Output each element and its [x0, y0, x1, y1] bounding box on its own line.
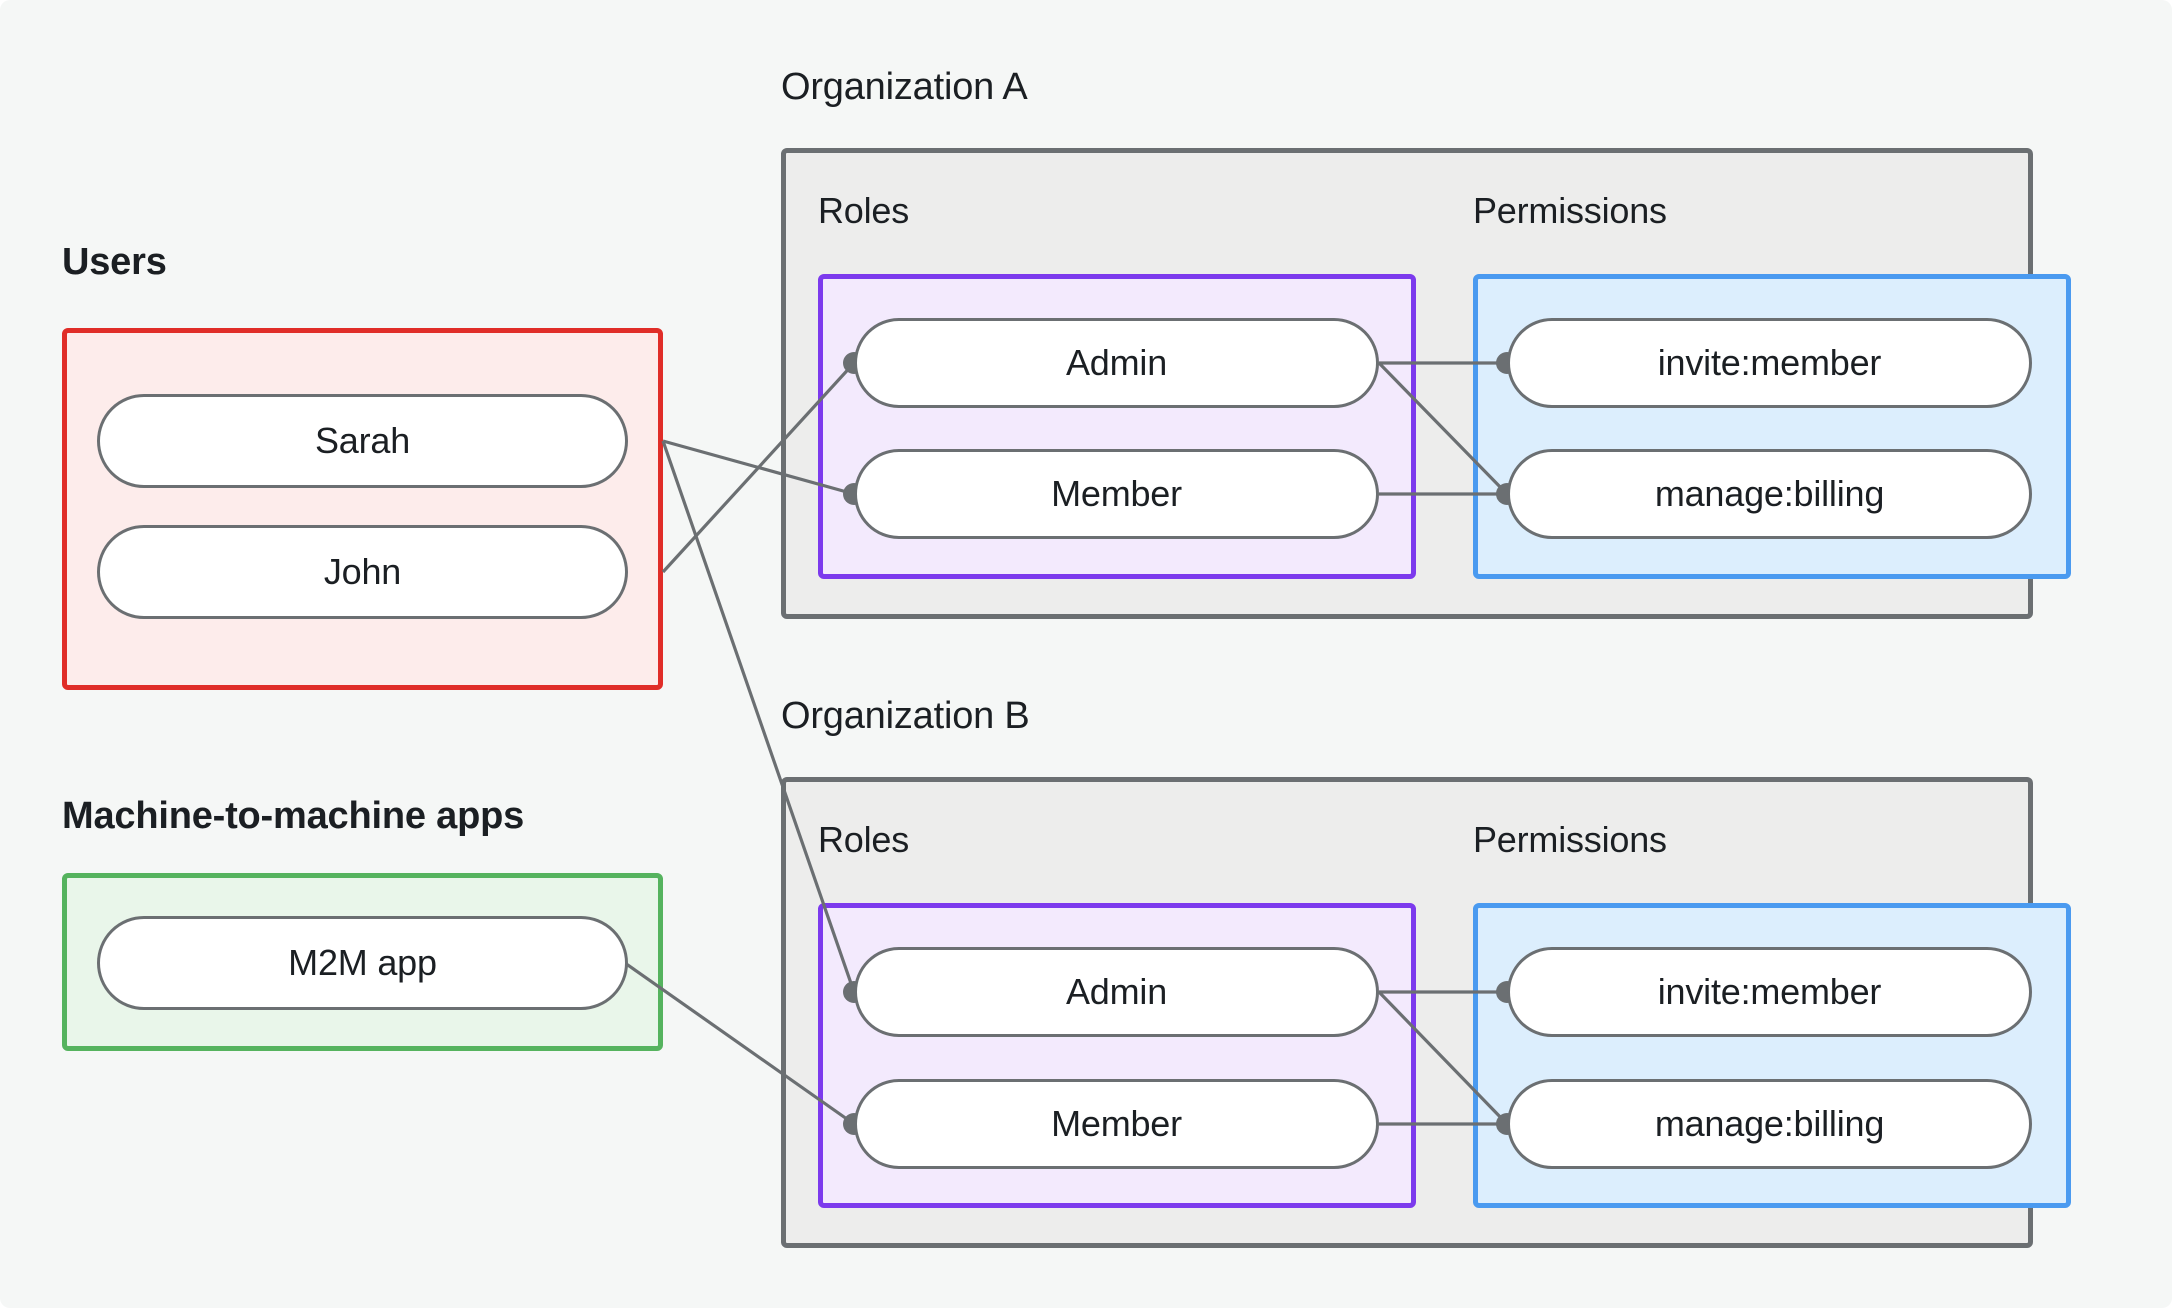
users-group-title: Users — [62, 241, 167, 283]
org-a-role-pill-member[interactable]: Member — [854, 449, 1379, 539]
users-group-box — [62, 328, 663, 690]
user-pill-sarah[interactable]: Sarah — [97, 394, 628, 488]
org-a-permission-pill-invite-member[interactable]: invite:member — [1507, 318, 2032, 408]
org-b-permissions-title: Permissions — [1473, 819, 1667, 860]
org-a-role-pill-admin[interactable]: Admin — [854, 318, 1379, 408]
org-b-title: Organization B — [781, 695, 1030, 737]
user-pill-john[interactable]: John — [97, 525, 628, 619]
org-b-permission-pill-manage-billing[interactable]: manage:billing — [1507, 1079, 2032, 1169]
org-b-permission-pill-invite-member[interactable]: invite:member — [1507, 947, 2032, 1037]
org-a-roles-title: Roles — [818, 190, 910, 231]
m2m-group-title: Machine-to-machine apps — [62, 795, 525, 837]
m2m-pill-app[interactable]: M2M app — [97, 916, 628, 1010]
org-b-roles-title: Roles — [818, 819, 910, 860]
org-a-title: Organization A — [781, 66, 1028, 108]
org-b-role-pill-member[interactable]: Member — [854, 1079, 1379, 1169]
org-b-role-pill-admin[interactable]: Admin — [854, 947, 1379, 1037]
org-a-permission-pill-manage-billing[interactable]: manage:billing — [1507, 449, 2032, 539]
org-a-permissions-title: Permissions — [1473, 190, 1667, 231]
